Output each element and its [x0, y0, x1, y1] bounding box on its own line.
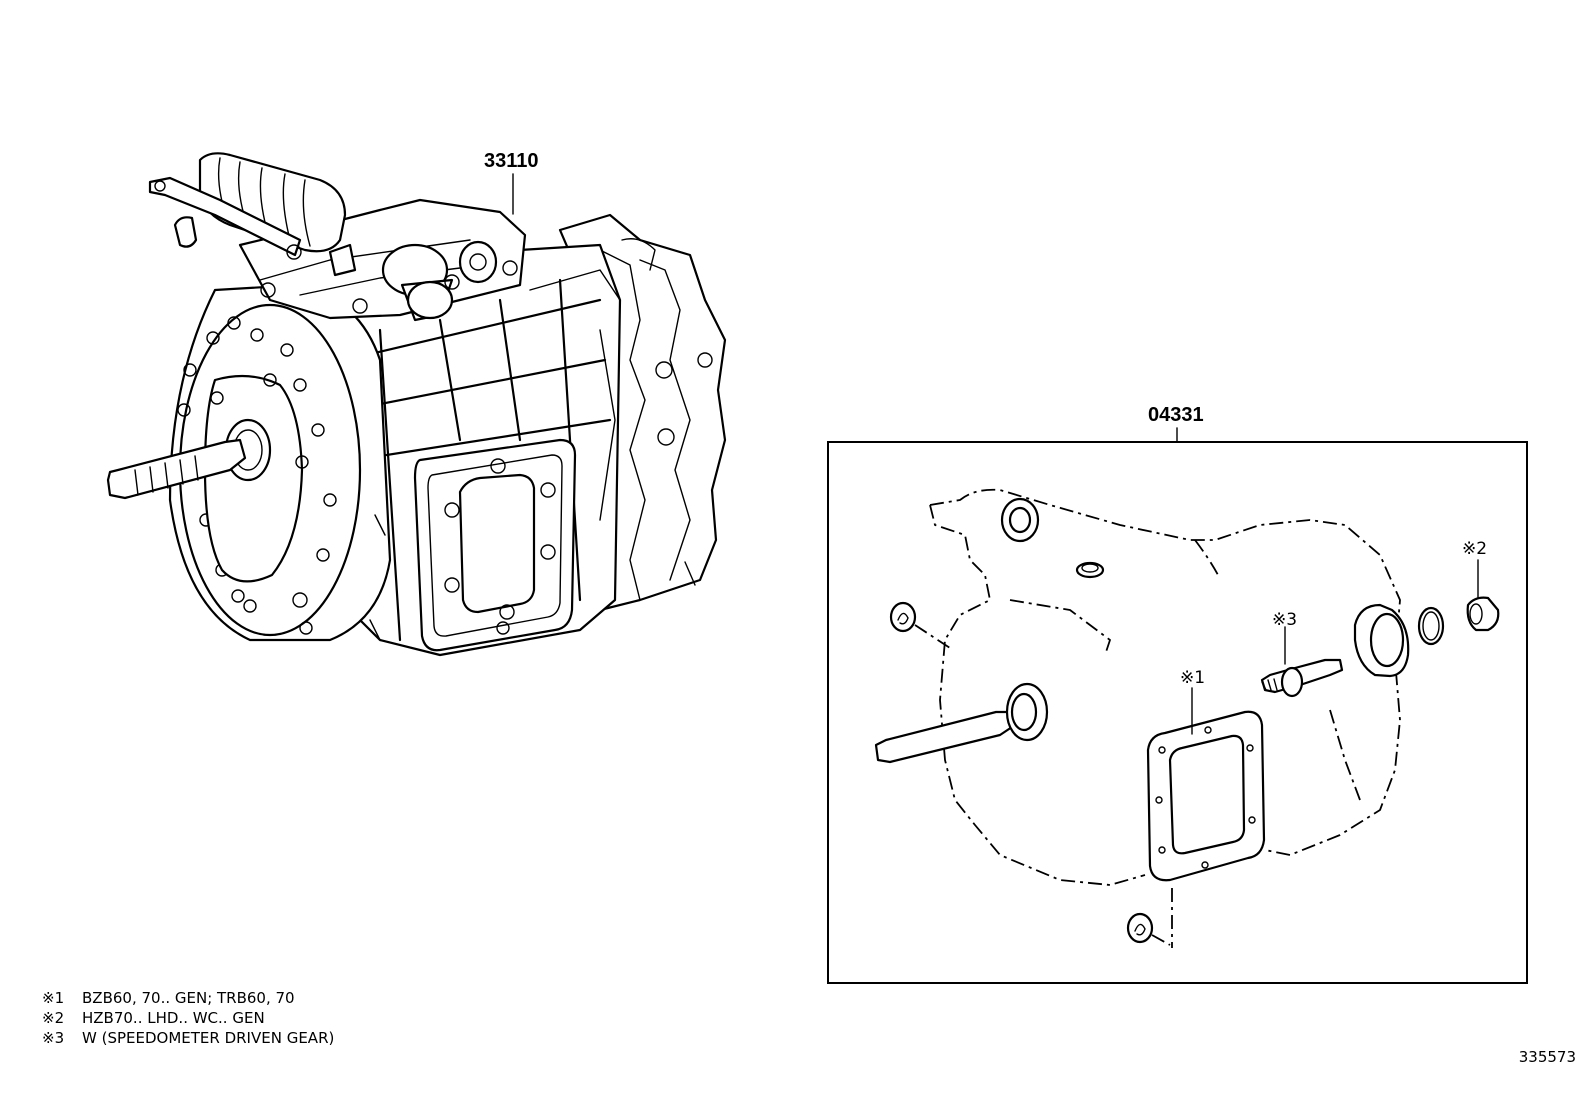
- footnote-text: HZB70.. LHD.. WC.. GEN: [82, 1009, 265, 1027]
- footnote-marker: ※1: [42, 989, 65, 1007]
- footnote-2: ※2 HZB70.. LHD.. WC.. GEN: [42, 1008, 334, 1028]
- transmission-assembly-drawing: [106, 152, 727, 657]
- illustration-number: 335573: [1518, 1048, 1576, 1066]
- footnote-marker: ※2: [42, 1009, 65, 1027]
- gasket-kit-drawing: [874, 488, 1500, 948]
- part-number-33110: 33110: [484, 150, 539, 172]
- footnote-1: ※1 BZB60, 70.. GEN; TRB60, 70: [42, 988, 334, 1008]
- footnote-text: W (SPEEDOMETER DRIVEN GEAR): [82, 1029, 335, 1047]
- gasket-kit-frame: [827, 441, 1528, 984]
- marker-1-label: ※1: [1180, 668, 1205, 688]
- footnote-marker: ※3: [42, 1029, 65, 1047]
- part-number-04331: 04331: [1148, 404, 1204, 426]
- footnote-3: ※3 W (SPEEDOMETER DRIVEN GEAR): [42, 1028, 334, 1048]
- marker-3-label: ※3: [1272, 610, 1297, 630]
- footnote-text: BZB60, 70.. GEN; TRB60, 70: [82, 989, 295, 1007]
- footnotes: ※1 BZB60, 70.. GEN; TRB60, 70 ※2 HZB70..…: [42, 988, 334, 1048]
- marker-2-label: ※2: [1462, 539, 1487, 559]
